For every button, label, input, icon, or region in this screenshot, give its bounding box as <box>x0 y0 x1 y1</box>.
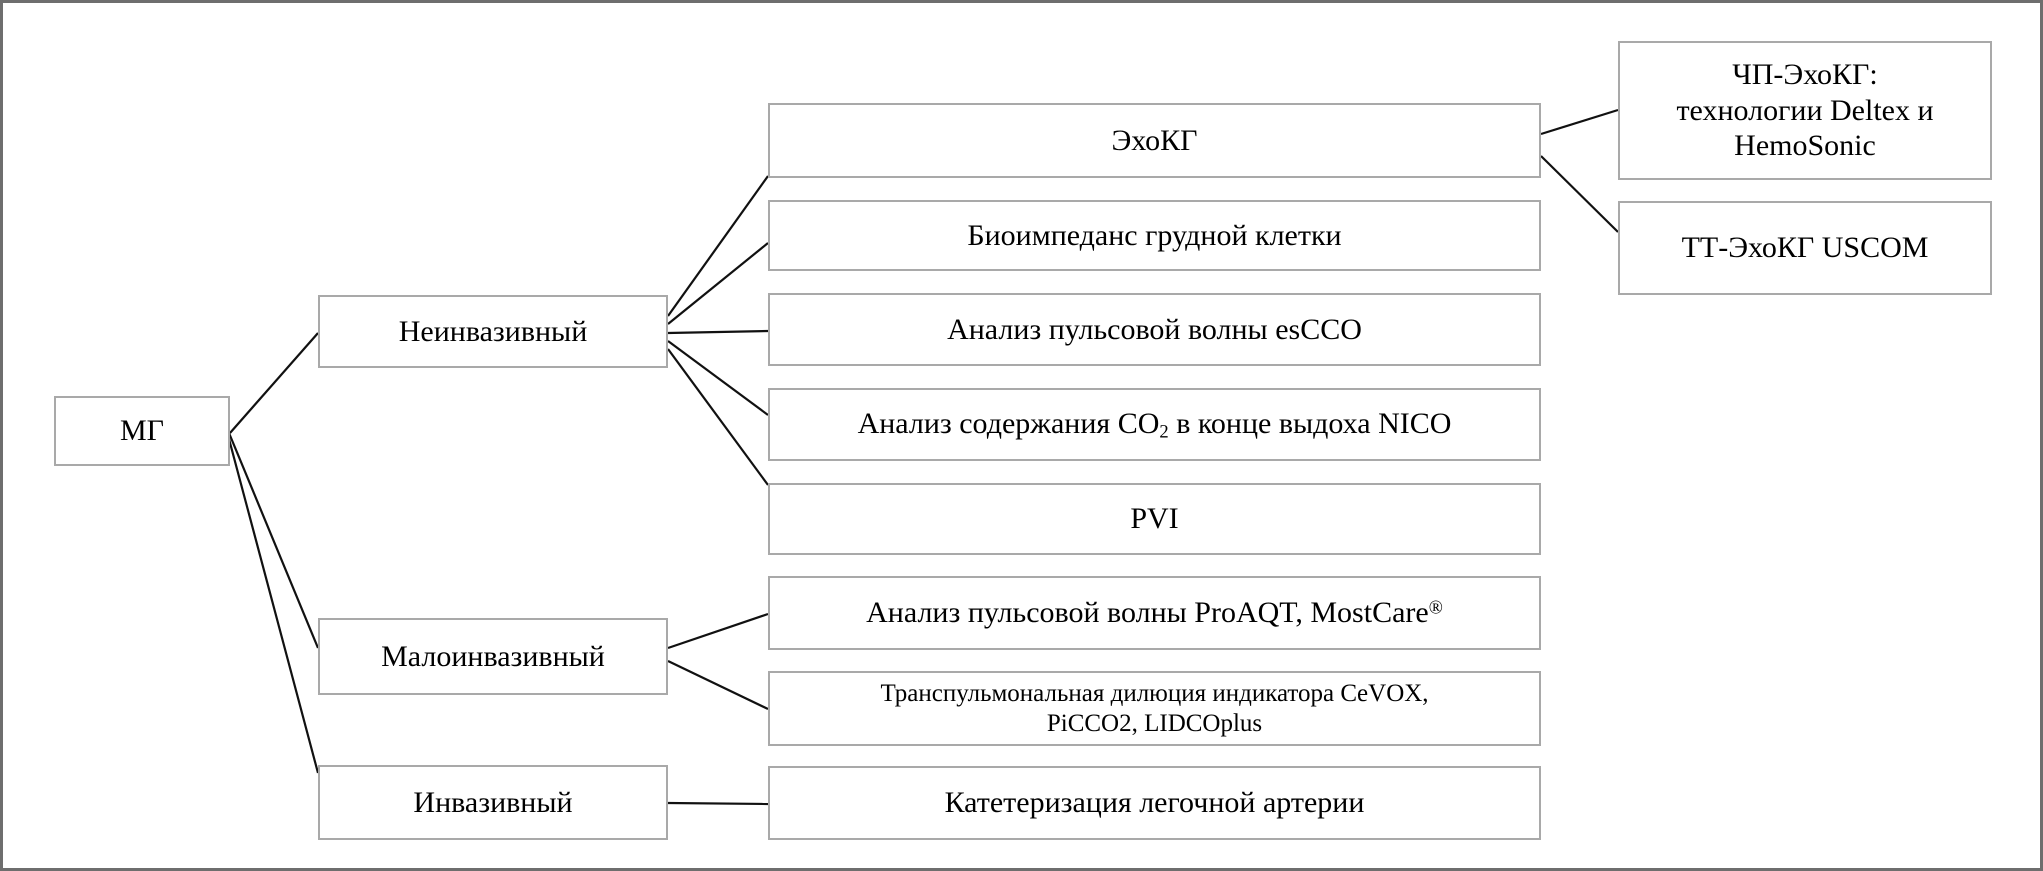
node-co2-nico-label: Анализ содержания CO2 в конце выдоха NIC… <box>858 406 1452 444</box>
node-minimally-invasive: Малоинвазивный <box>318 618 668 695</box>
connector-noninv-pvi <box>667 348 769 486</box>
node-proaqt-superscript: ® <box>1428 597 1443 619</box>
node-pvi-label: PVI <box>1130 502 1179 536</box>
node-echocardiography: ЭхоКГ <box>768 103 1541 178</box>
connector-noninv-bioimp <box>667 242 769 325</box>
node-pulse-wave-escco-label: Анализ пульсовой волны esCCO <box>947 312 1362 346</box>
connector-minimally-proaqt <box>667 612 769 650</box>
node-pulmonary-artery-catheterization: Катетеризация легочной артерии <box>768 766 1541 840</box>
connector-mg-invasive <box>227 438 320 774</box>
node-tee-deltex-hemosonic: ЧП-ЭхоКГ: технологии Deltex и HemoSonic <box>1618 41 1992 180</box>
node-pvi: PVI <box>768 483 1541 555</box>
node-co2-nico-suffix: в конце выдоха NICO <box>1168 406 1452 440</box>
node-pulse-wave-proaqt-mostcare-label: Анализ пульсовой волны ProAQT, MostCare® <box>866 595 1443 630</box>
node-transpulmonary-dilution: Транспульмональная дилюция индикатора Ce… <box>768 671 1541 746</box>
node-pulmonary-artery-catheterization-label: Катетеризация легочной артерии <box>944 786 1365 820</box>
connector-mg-minimally <box>227 432 320 649</box>
connector-lines <box>227 108 1619 806</box>
node-tte-uscom-label: ТТ-ЭхоКГ USCOM <box>1681 231 1929 265</box>
node-mg-label: МГ <box>119 414 165 448</box>
node-pulse-wave-proaqt-mostcare: Анализ пульсовой волны ProAQT, MostCare® <box>768 576 1541 650</box>
connector-echo-tee <box>1540 108 1619 136</box>
node-tee-deltex-hemosonic-label: ЧП-ЭхоКГ: технологии Deltex и HemoSonic <box>1676 58 1934 163</box>
node-transpulmonary-dilution-label: Транспульмональная дилюция индикатора Ce… <box>880 680 1429 737</box>
node-tte-uscom: ТТ-ЭхоКГ USCOM <box>1618 201 1992 295</box>
node-noninvasive: Неинвазивный <box>318 295 668 368</box>
node-invasive: Инвазивный <box>318 765 668 840</box>
node-co2-nico-prefix: Анализ содержания CO <box>857 406 1160 440</box>
connector-minimally-transp <box>667 660 769 710</box>
connector-mg-noninvasive <box>229 332 319 434</box>
node-co2-nico: Анализ содержания CO2 в конце выдоха NIC… <box>768 388 1541 461</box>
connector-invasive-cath <box>667 801 769 806</box>
node-bioimpedance: Биоимпеданс грудной клетки <box>768 200 1541 271</box>
connector-noninv-escco <box>667 329 769 335</box>
connector-noninv-echo <box>667 175 769 317</box>
node-pulse-wave-escco: Анализ пульсовой волны esCCO <box>768 293 1541 366</box>
connector-noninv-nico <box>667 340 769 416</box>
node-mg: МГ <box>54 396 230 466</box>
node-echocardiography-label: ЭхоКГ <box>1111 123 1198 157</box>
node-proaqt-prefix: Анализ пульсовой волны ProAQT, MostCare <box>866 596 1429 630</box>
node-minimally-invasive-label: Малоинвазивный <box>381 639 605 673</box>
node-noninvasive-label: Неинвазивный <box>398 314 588 348</box>
connector-echo-tte <box>1540 155 1619 233</box>
node-invasive-label: Инвазивный <box>413 785 573 819</box>
node-co2-nico-subscript: 2 <box>1159 421 1169 443</box>
node-bioimpedance-label: Биоимпеданс грудной клетки <box>967 218 1342 252</box>
